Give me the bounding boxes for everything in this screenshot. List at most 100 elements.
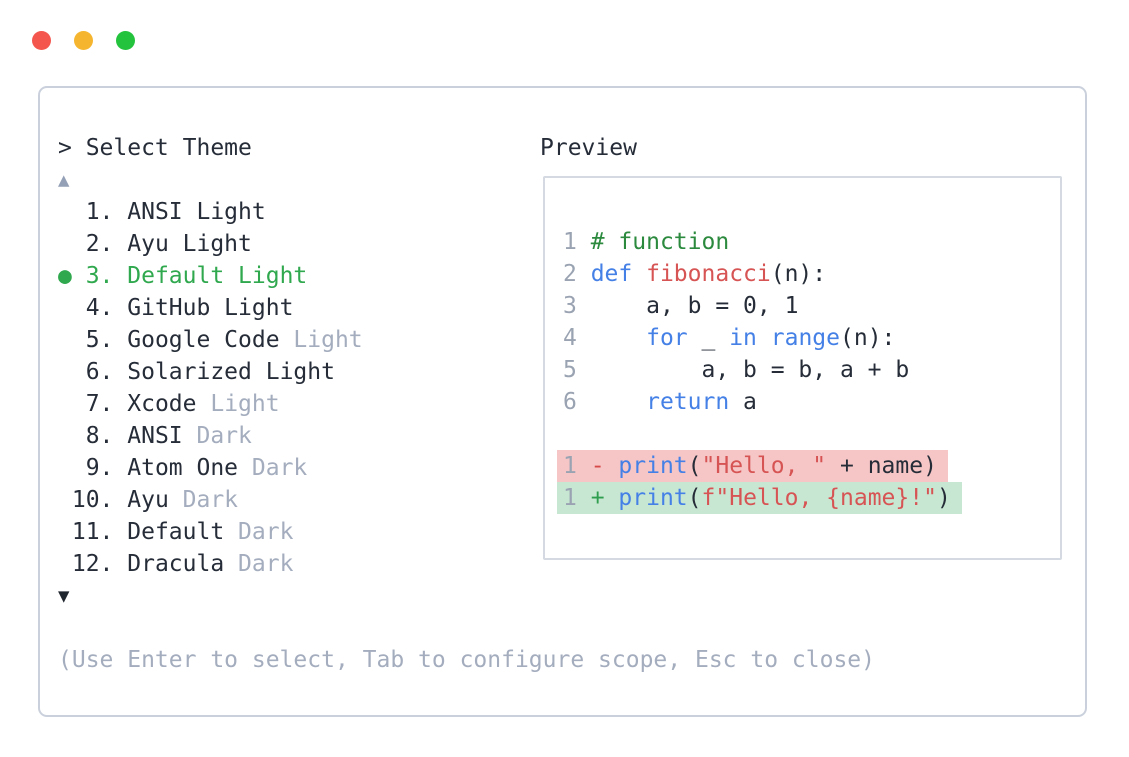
code-token: print	[618, 485, 688, 511]
code-line: 4 for _ in range(n):	[563, 322, 1060, 354]
item-number: 6.	[71, 359, 128, 385]
theme-option-6[interactable]: 6. Solarized Light	[58, 356, 363, 388]
code-token: print	[618, 453, 688, 479]
code-token: f"Hello, {name}!"	[701, 485, 937, 511]
diff-highlight: 1 - print("Hello, " + name)	[557, 450, 948, 482]
code-token: fibonacci	[646, 261, 771, 287]
marker-space	[58, 423, 72, 449]
spacer	[605, 485, 619, 511]
item-label: Google Code	[127, 327, 294, 353]
preview-title: Preview	[540, 135, 637, 161]
theme-option-2[interactable]: 2. Ayu Light	[58, 228, 363, 260]
diff-sign: -	[590, 453, 605, 479]
code-token: _	[687, 325, 730, 351]
marker-space	[58, 327, 72, 353]
line-number: 6	[563, 389, 591, 415]
item-label: Dark	[196, 423, 252, 449]
item-number: 3.	[71, 263, 128, 289]
item-number: 9.	[71, 455, 128, 481]
marker-space	[58, 295, 72, 321]
marker-space	[58, 391, 72, 417]
code-token: )	[936, 485, 951, 511]
item-label: GitHub Light	[127, 295, 294, 321]
window-controls	[32, 31, 135, 50]
theme-option-9[interactable]: 9. Atom One Dark	[58, 452, 363, 484]
item-label: Dark	[238, 551, 294, 577]
diff-line-removed: 1 - print("Hello, " + name)	[557, 450, 1060, 482]
code-token	[757, 325, 771, 351]
footer-hint: (Use Enter to select, Tab to configure s…	[58, 647, 875, 673]
close-button[interactable]	[32, 31, 51, 50]
maximize-button[interactable]	[116, 31, 135, 50]
theme-option-3[interactable]: ● 3. Default Light	[58, 260, 363, 292]
code-token: (	[687, 485, 702, 511]
marker-space	[58, 551, 72, 577]
theme-option-11[interactable]: 11. Default Dark	[58, 516, 363, 548]
spacer	[605, 453, 619, 479]
item-label: Dark	[251, 455, 308, 481]
line-number: 1	[563, 485, 591, 511]
code-token: a, b = 0, 1	[590, 293, 799, 319]
diff-sign: +	[590, 485, 605, 511]
code-token: def	[590, 261, 633, 287]
scroll-down-icon[interactable]: ▼	[58, 585, 70, 607]
theme-option-7[interactable]: 7. Xcode Light	[58, 388, 363, 420]
marker-space	[58, 455, 72, 481]
code-token: # function	[590, 229, 730, 255]
marker-space	[58, 231, 72, 257]
item-number: 12.	[71, 551, 128, 577]
code-token: + name)	[826, 453, 937, 479]
item-label: Solarized Light	[127, 359, 335, 385]
item-label: Light	[293, 327, 363, 353]
item-label: Xcode	[127, 391, 211, 417]
item-label: Dracula	[127, 551, 239, 577]
scroll-up-icon[interactable]: ▲	[58, 169, 70, 191]
code-token: in	[729, 325, 757, 351]
blank-line	[563, 418, 1060, 450]
minimize-button[interactable]	[74, 31, 93, 50]
theme-option-1[interactable]: 1. ANSI Light	[58, 196, 363, 228]
diff-line-added: 1 + print(f"Hello, {name}!")	[557, 482, 1060, 514]
theme-option-12[interactable]: 12. Dracula Dark	[58, 548, 363, 580]
item-number: 5.	[71, 327, 128, 353]
theme-option-8[interactable]: 8. ANSI Dark	[58, 420, 363, 452]
item-number: 8.	[71, 423, 128, 449]
marker-space	[58, 359, 72, 385]
item-label: Dark	[238, 519, 294, 545]
line-number: 1	[563, 453, 591, 479]
marker-space	[58, 487, 72, 513]
line-number: 2	[563, 261, 591, 287]
code-line: 2 def fibonacci(n):	[563, 258, 1060, 290]
item-label: Atom One	[127, 455, 252, 481]
theme-option-5[interactable]: 5. Google Code Light	[58, 324, 363, 356]
item-number: 10.	[71, 487, 128, 513]
code-token	[591, 389, 646, 415]
code-token: for	[646, 325, 688, 351]
item-label: Light	[210, 391, 280, 417]
item-label: Dark	[182, 487, 239, 513]
item-number: 1.	[71, 199, 128, 225]
selected-bullet-icon: ●	[58, 263, 72, 289]
code-token: (n):	[770, 261, 827, 287]
theme-option-10[interactable]: 10. Ayu Dark	[58, 484, 363, 516]
item-number: 11.	[71, 519, 128, 545]
code-token	[632, 261, 646, 287]
theme-list: 1. ANSI Light 2. Ayu Light● 3. Default L…	[58, 196, 363, 580]
item-label: Default Light	[127, 263, 308, 289]
item-label: ANSI	[127, 423, 197, 449]
line-number: 5	[563, 357, 591, 383]
code-token: range	[770, 325, 840, 351]
code-token: "Hello, "	[701, 453, 827, 479]
code-token: a, b = b, a + b	[590, 357, 910, 383]
theme-selector-dialog: > Select Theme ▲ 1. ANSI Light 2. Ayu Li…	[38, 86, 1087, 717]
theme-option-4[interactable]: 4. GitHub Light	[58, 292, 363, 324]
item-label: Ayu	[127, 487, 183, 513]
code-line: 6 return a	[563, 386, 1060, 418]
diff-highlight: 1 + print(f"Hello, {name}!")	[557, 482, 962, 514]
code-token: (	[687, 453, 702, 479]
item-label: ANSI Light	[127, 199, 266, 225]
item-number: 2.	[71, 231, 128, 257]
